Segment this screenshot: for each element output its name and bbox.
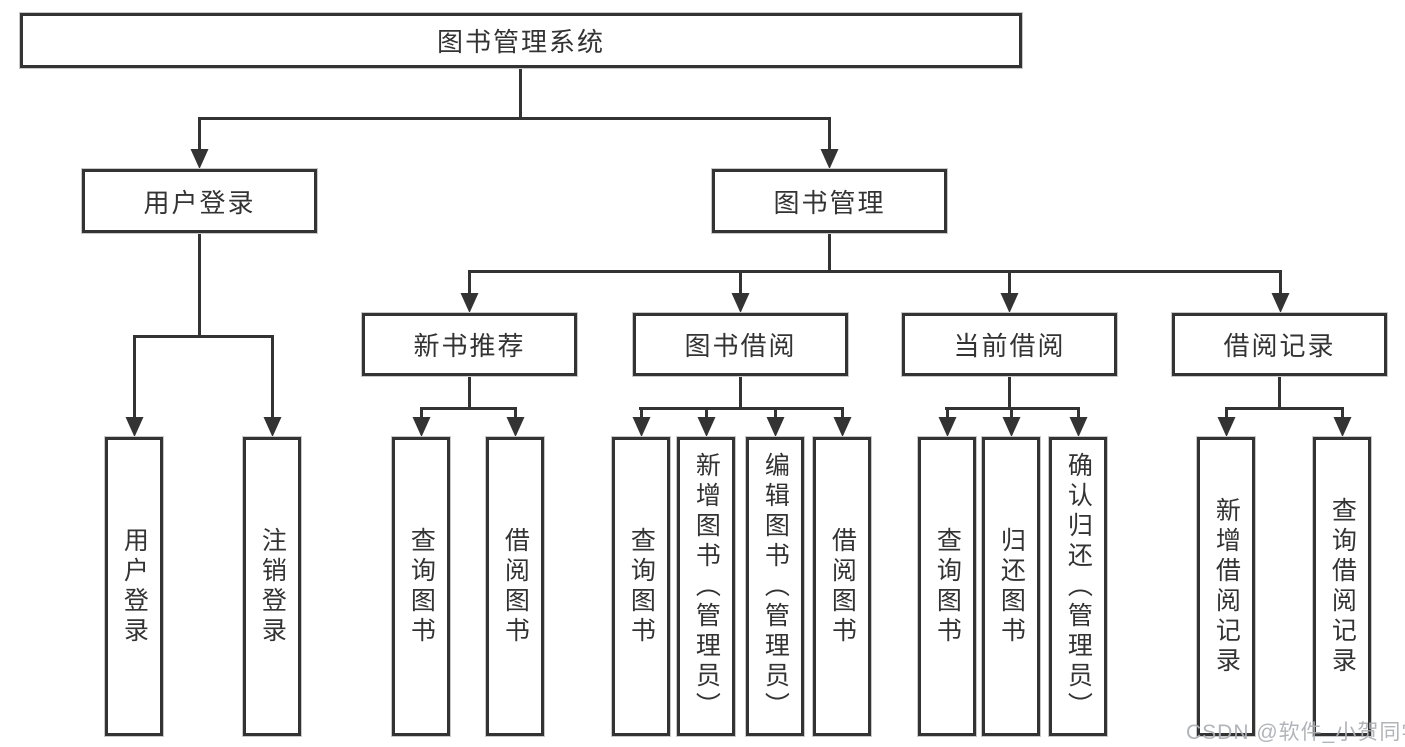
arrowheads-borrowing-records [1217,417,1352,437]
leaf-edit-books-admin-label: 编辑图书（管理员） [761,451,790,722]
leaf-logout-label: 注销登录 [258,526,287,647]
leaf-query-books-current: 查询图书 [918,437,976,736]
node-current-borrowing: 当前借阅 [902,313,1117,376]
node-user-login: 用户登录 [82,169,317,233]
arrowheads-user-login [125,417,282,437]
node-borrowing-records: 借阅记录 [1172,313,1387,376]
arrowheads-book-management [460,293,1290,313]
node-book-borrowing-label: 图书借阅 [684,331,797,361]
connector-new-book-recommendation [420,376,517,419]
leaf-borrow-books-recommend-label: 借阅图书 [501,526,530,647]
leaf-user-login: 用户登录 [105,437,163,736]
leaf-query-books-recommend: 查询图书 [392,437,450,736]
leaf-logout: 注销登录 [243,437,301,736]
leaf-borrow-books-recommend: 借阅图书 [486,437,544,736]
arrowheads-new-book-recommendation [412,417,525,437]
leaf-query-books-current-label: 查询图书 [933,526,962,647]
node-book-management-label: 图书管理 [773,187,886,218]
leaf-user-login-label: 用户登录 [120,526,149,647]
node-root-label: 图书管理系统 [436,27,605,57]
connector-book-borrowing [639,376,844,419]
leaf-add-books-admin-label: 新增图书（管理员） [692,451,721,722]
leaf-add-borrow-record: 新增借阅记录 [1197,437,1255,736]
leaf-add-books-admin: 新增图书（管理员） [677,437,735,736]
arrowheads-root [190,149,839,169]
leaf-query-books-recommend-label: 查询图书 [407,526,436,647]
node-book-borrowing: 图书借阅 [633,313,848,376]
leaf-edit-books-admin: 编辑图书（管理员） [746,437,804,736]
connector-root [198,68,831,151]
node-new-book-recommendation: 新书推荐 [362,313,577,376]
connector-current-borrowing [945,376,1080,419]
node-borrowing-records-label: 借阅记录 [1223,331,1336,361]
connector-borrowing-records [1225,376,1344,419]
leaf-confirm-return-admin: 确认归还（管理员） [1049,437,1107,736]
leaf-add-borrow-record-label: 新增借阅记录 [1212,496,1241,677]
leaf-query-borrow-record: 查询借阅记录 [1313,437,1371,736]
leaf-borrow-books-borrow: 借阅图书 [813,437,871,736]
leaf-query-books-borrow: 查询图书 [612,437,670,736]
leaf-confirm-return-admin-label: 确认归还（管理员） [1064,451,1093,722]
arrowheads-book-borrowing [632,417,852,437]
leaf-borrow-books-borrow-label: 借阅图书 [828,526,857,647]
csdn-watermark: CSDN @软件_小贺同学 [1186,721,1405,744]
node-new-book-recommendation-label: 新书推荐 [413,331,526,361]
leaf-return-books: 归还图书 [982,437,1040,736]
leaf-return-books-label: 归还图书 [997,526,1026,647]
node-current-borrowing-label: 当前借阅 [953,331,1066,361]
arrowheads-current-borrowing [938,417,1088,437]
connector-book-management [468,233,1282,295]
connector-user-login [133,233,274,419]
leaf-query-books-borrow-label: 查询图书 [627,526,656,647]
node-user-login-label: 用户登录 [143,187,256,218]
node-book-management: 图书管理 [712,169,947,233]
node-root: 图书管理系统 [20,13,1022,68]
leaf-query-borrow-record-label: 查询借阅记录 [1328,496,1357,677]
